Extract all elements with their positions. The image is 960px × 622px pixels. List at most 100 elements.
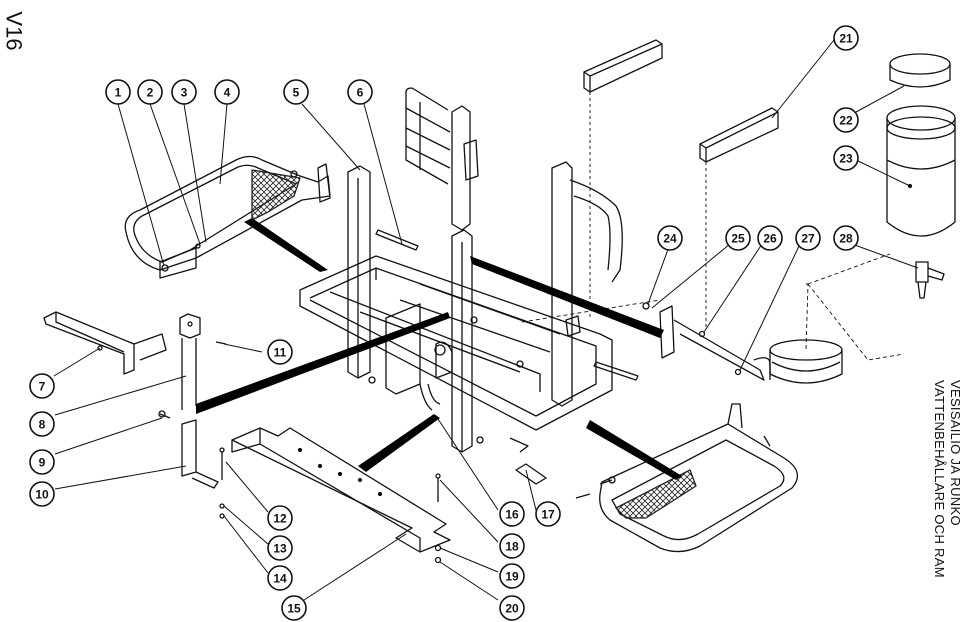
callout-number: 1 bbox=[115, 86, 122, 100]
callout-number: 25 bbox=[731, 232, 745, 246]
callout-number: 14 bbox=[273, 572, 287, 586]
callout-circle bbox=[833, 145, 859, 171]
callout-number: 17 bbox=[541, 508, 555, 522]
tap-28 bbox=[915, 261, 945, 299]
callout-circle bbox=[267, 505, 293, 531]
callout-8: 8 bbox=[29, 411, 55, 437]
callout-24: 24 bbox=[657, 225, 683, 251]
callout-number: 16 bbox=[505, 508, 519, 522]
callout-circle bbox=[29, 449, 55, 475]
callout-circle bbox=[795, 225, 821, 251]
callout-circle bbox=[267, 565, 293, 591]
callout-3: 3 bbox=[171, 79, 197, 105]
callout-circle bbox=[499, 595, 525, 621]
callout-14: 14 bbox=[267, 565, 293, 591]
callout-circle bbox=[105, 79, 131, 105]
callout-26: 26 bbox=[757, 225, 783, 251]
right-basket bbox=[575, 403, 799, 553]
holder-arm bbox=[642, 302, 771, 381]
callout-19: 19 bbox=[499, 563, 525, 589]
callout-circle bbox=[267, 339, 293, 365]
callout-number: 18 bbox=[505, 540, 519, 554]
callout-circle bbox=[833, 25, 859, 51]
callout-number: 13 bbox=[273, 542, 287, 556]
callout-circle bbox=[499, 533, 525, 559]
top-bar-21b bbox=[699, 107, 779, 163]
callout-number: 23 bbox=[839, 152, 853, 166]
callout-5: 5 bbox=[283, 79, 309, 105]
tank-23 bbox=[886, 105, 956, 237]
callout-circle bbox=[833, 107, 859, 133]
callout-27: 27 bbox=[795, 225, 821, 251]
top-bar-21a bbox=[583, 39, 663, 93]
callout-number: 27 bbox=[801, 232, 815, 246]
callout-18: 18 bbox=[499, 533, 525, 559]
callout-21: 21 bbox=[833, 25, 859, 51]
callout-4: 4 bbox=[214, 79, 240, 105]
foot-10 bbox=[181, 419, 219, 489]
callout-circle bbox=[214, 79, 240, 105]
tank-lid-22 bbox=[889, 53, 951, 88]
callout-circle bbox=[29, 411, 55, 437]
callout-6: 6 bbox=[347, 79, 373, 105]
callout-number: 22 bbox=[839, 114, 853, 128]
callout-number: 12 bbox=[273, 512, 287, 526]
callout-20: 20 bbox=[499, 595, 525, 621]
callout-circle bbox=[283, 79, 309, 105]
callout-number: 3 bbox=[181, 86, 188, 100]
callout-circle bbox=[29, 481, 55, 507]
callout-number: 24 bbox=[663, 232, 677, 246]
callout-13: 13 bbox=[267, 535, 293, 561]
assembly-pointers bbox=[196, 218, 682, 480]
callout-23: 23 bbox=[833, 145, 859, 171]
callout-circle bbox=[535, 501, 561, 527]
callout-number: 21 bbox=[839, 32, 853, 46]
callout-11: 11 bbox=[267, 339, 293, 365]
callout-circle bbox=[347, 79, 373, 105]
main-frame bbox=[299, 87, 639, 453]
callout-16: 16 bbox=[499, 501, 525, 527]
callout-number: 11 bbox=[274, 346, 287, 360]
callout-circle bbox=[499, 501, 525, 527]
callout-9: 9 bbox=[29, 449, 55, 475]
bolt-12-14 bbox=[219, 447, 225, 519]
callout-22: 22 bbox=[833, 107, 859, 133]
callout-number: 6 bbox=[357, 86, 364, 100]
callout-circle bbox=[657, 225, 683, 251]
leader-lines bbox=[53, 39, 919, 601]
post-8 bbox=[179, 313, 201, 410]
callout-circle bbox=[725, 225, 751, 251]
callout-circle bbox=[137, 79, 163, 105]
callout-17: 17 bbox=[535, 501, 561, 527]
callout-number: 5 bbox=[293, 86, 300, 100]
callout-10: 10 bbox=[29, 481, 55, 507]
callout-number: 10 bbox=[35, 488, 49, 502]
callout-number: 7 bbox=[39, 380, 46, 394]
callout-12: 12 bbox=[267, 505, 293, 531]
callout-number: 4 bbox=[224, 86, 231, 100]
callout-15: 15 bbox=[281, 595, 307, 621]
callout-circle bbox=[281, 595, 307, 621]
callout-number: 15 bbox=[287, 602, 301, 616]
callout-number: 9 bbox=[39, 456, 46, 470]
callout-circle bbox=[29, 373, 55, 399]
callout-2: 2 bbox=[137, 79, 163, 105]
callout-number: 2 bbox=[147, 86, 154, 100]
callout-25: 25 bbox=[725, 225, 751, 251]
callout-number: 28 bbox=[839, 232, 853, 246]
callout-7: 7 bbox=[29, 373, 55, 399]
bracket-7 bbox=[43, 311, 167, 375]
callout-circle bbox=[267, 535, 293, 561]
callout-circle bbox=[171, 79, 197, 105]
plate-15 bbox=[231, 427, 451, 553]
callout-28: 28 bbox=[833, 225, 859, 251]
callout-number: 26 bbox=[763, 232, 777, 246]
left-basket bbox=[124, 155, 331, 279]
callout-number: 8 bbox=[39, 418, 46, 432]
callout-circle bbox=[499, 563, 525, 589]
callout-number: 19 bbox=[505, 570, 519, 584]
callout-circle bbox=[757, 225, 783, 251]
callout-number: 20 bbox=[505, 602, 519, 616]
